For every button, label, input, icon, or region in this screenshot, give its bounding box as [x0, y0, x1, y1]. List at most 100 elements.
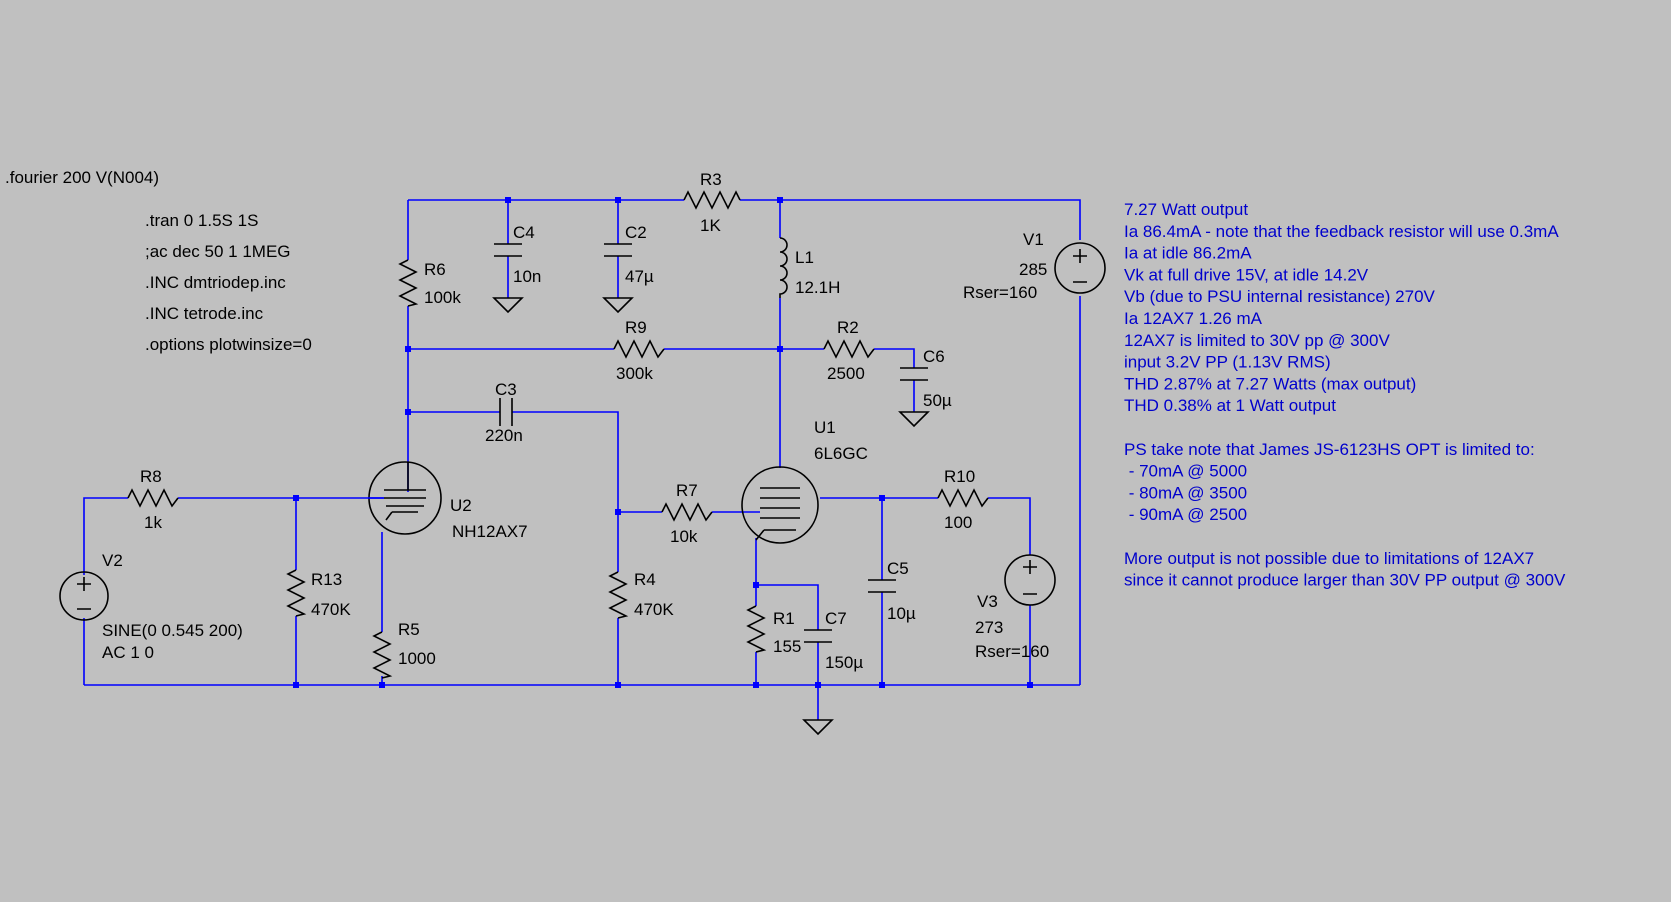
tube-u2[interactable]: [368, 461, 442, 535]
c4-name: C4: [513, 223, 535, 242]
resistor-r7[interactable]: [661, 502, 713, 522]
note-line: Vk at full drive 15V, at idle 14.2V: [1124, 265, 1369, 284]
spice-directives: .fourier 200 V(N004) .tran 0 1.5S 1S ;ac…: [5, 168, 312, 354]
c7-name: C7: [825, 609, 847, 628]
r4-value: 470K: [634, 600, 674, 619]
r13-value: 470K: [311, 600, 351, 619]
r4-name: R4: [634, 570, 656, 589]
resistor-r5[interactable]: [372, 631, 393, 679]
r8-value: 1k: [144, 513, 162, 532]
note-line: THD 0.38% at 1 Watt output: [1124, 396, 1336, 415]
r2-value: 2500: [827, 364, 865, 383]
note-line: THD 2.87% at 7.27 Watts (max output): [1124, 374, 1416, 393]
v3-extra: Rser=160: [975, 642, 1049, 661]
capacitor-c3[interactable]: [499, 398, 513, 426]
u2-name: U2: [450, 496, 472, 515]
r13-name: R13: [311, 570, 342, 589]
v1-name: V1: [1023, 230, 1044, 249]
r7-name: R7: [676, 481, 698, 500]
note-line: Vb (due to PSU internal resistance) 270V: [1124, 287, 1436, 306]
note-line: - 80mA @ 3500: [1124, 483, 1247, 502]
v2-name: V2: [102, 551, 123, 570]
fourier-directive[interactable]: .fourier 200 V(N004): [5, 168, 159, 187]
r1-name: R1: [773, 609, 795, 628]
v1-value: 285: [1019, 260, 1047, 279]
wires: [83, 199, 1081, 720]
ground-symbol: [802, 719, 834, 736]
u1-name: U1: [814, 418, 836, 437]
note-line: since it cannot produce larger than 30V …: [1124, 571, 1566, 590]
voltage-source-v3[interactable]: [1004, 554, 1056, 606]
u1-value: 6L6GC: [814, 444, 868, 463]
u2-value: NH12AX7: [452, 522, 528, 541]
tran-directive[interactable]: .tran 0 1.5S 1S: [145, 211, 258, 230]
inc2-directive[interactable]: .INC tetrode.inc: [145, 304, 264, 323]
c3-value: 220n: [485, 426, 523, 445]
c2-value: 47µ: [625, 267, 654, 286]
r7-value: 10k: [670, 527, 698, 546]
r6-name: R6: [424, 260, 446, 279]
v2-extra: AC 1 0: [102, 643, 154, 662]
c3-name: C3: [495, 380, 517, 399]
c6-value: 50µ: [923, 391, 952, 410]
r10-name: R10: [944, 467, 975, 486]
r1-value: 155: [773, 637, 801, 656]
c2-name: C2: [625, 223, 647, 242]
resistor-r9[interactable]: [613, 339, 665, 359]
note-line: Ia at idle 86.2mA: [1124, 244, 1252, 263]
ac-directive[interactable]: ;ac dec 50 1 1MEG: [145, 242, 291, 261]
capacitor-c2[interactable]: [602, 243, 634, 314]
note-line: Ia 86.4mA - note that the feedback resis…: [1124, 222, 1559, 241]
c5-value: 10µ: [887, 604, 916, 623]
resistor-r10[interactable]: [937, 488, 989, 508]
c6-name: C6: [923, 347, 945, 366]
capacitor-c6[interactable]: [898, 367, 930, 428]
tube-u1[interactable]: [741, 466, 819, 544]
c4-value: 10n: [513, 267, 541, 286]
notes-block: 7.27 Watt output Ia 86.4mA - note that th…: [1124, 200, 1566, 590]
v3-name: V3: [977, 592, 998, 611]
r5-value: 1000: [398, 649, 436, 668]
component-labels: R3 1K R6 100k C4 10n C2 47µ L1 12.1H V1 …: [102, 170, 1049, 672]
options-directive[interactable]: .options plotwinsize=0: [145, 335, 312, 354]
v3-value: 273: [975, 618, 1003, 637]
resistor-r6[interactable]: [398, 259, 419, 307]
voltage-source-v2[interactable]: [59, 571, 109, 621]
note-line: - 90mA @ 2500: [1124, 505, 1247, 524]
note-line: PS take note that James JS-6123HS OPT is…: [1124, 440, 1535, 459]
resistor-r1[interactable]: [746, 605, 767, 653]
r6-value: 100k: [424, 288, 461, 307]
r2-name: R2: [837, 318, 859, 337]
r3-value: 1K: [700, 216, 721, 235]
l1-value: 12.1H: [795, 278, 840, 297]
note-line: 7.27 Watt output: [1124, 200, 1248, 219]
inc1-directive[interactable]: .INC dmtriodep.inc: [145, 273, 286, 292]
v2-value: SINE(0 0.545 200): [102, 621, 243, 640]
c5-name: C5: [887, 559, 909, 578]
v1-extra: Rser=160: [963, 283, 1037, 302]
resistor-r13[interactable]: [286, 569, 307, 617]
resistor-r2[interactable]: [823, 339, 875, 359]
capacitor-c5[interactable]: [868, 579, 896, 593]
r9-value: 300k: [616, 364, 653, 383]
note-line: - 70mA @ 5000: [1124, 462, 1247, 481]
c7-value: 150µ: [825, 653, 863, 672]
junction-dots: [293, 197, 1033, 688]
resistor-r4[interactable]: [608, 571, 629, 619]
note-line: 12AX7 is limited to 30V pp @ 300V: [1124, 331, 1390, 350]
capacitor-c7[interactable]: [804, 629, 832, 643]
note-line: Ia 12AX7 1.26 mA: [1124, 309, 1263, 328]
capacitor-c4[interactable]: [492, 243, 524, 314]
resistor-r3[interactable]: [683, 190, 741, 210]
r5-name: R5: [398, 620, 420, 639]
r8-name: R8: [140, 467, 162, 486]
r10-value: 100: [944, 513, 972, 532]
resistor-r8[interactable]: [127, 488, 179, 508]
r3-name: R3: [700, 170, 722, 189]
r9-name: R9: [625, 318, 647, 337]
inductor-l1[interactable]: [779, 237, 788, 298]
voltage-source-v1[interactable]: [1054, 242, 1106, 294]
note-line: input 3.2V PP (1.13V RMS): [1124, 353, 1331, 372]
note-line: More output is not possible due to limit…: [1124, 549, 1534, 568]
